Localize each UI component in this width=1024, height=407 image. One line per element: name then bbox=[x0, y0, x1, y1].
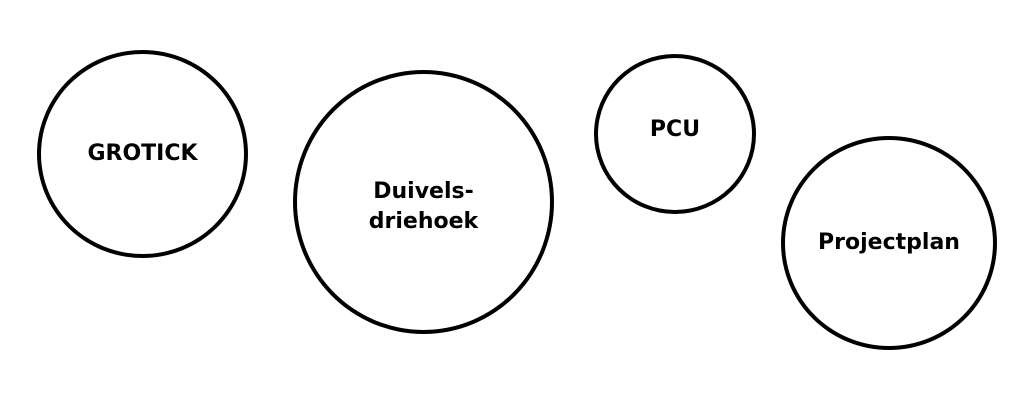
node-label: Projectplan bbox=[818, 228, 960, 258]
node-projectplan: Projectplan bbox=[781, 136, 997, 350]
node-label-line: GROTICK bbox=[87, 141, 198, 167]
node-label-line: Projectplan bbox=[818, 230, 960, 256]
node-label-line: Duivels- bbox=[373, 179, 474, 205]
node-label: PCU bbox=[650, 115, 700, 145]
node-duivelsdriehoek: Duivels- driehoek bbox=[293, 70, 554, 334]
node-pcu: PCU bbox=[594, 54, 756, 214]
node-label: GROTICK bbox=[87, 139, 197, 169]
node-label-line: PCU bbox=[649, 117, 701, 143]
node-grotick: GROTICK bbox=[37, 50, 248, 258]
node-label-line: driehoek bbox=[368, 209, 479, 234]
node-label: Duivels- driehoek bbox=[369, 177, 478, 236]
